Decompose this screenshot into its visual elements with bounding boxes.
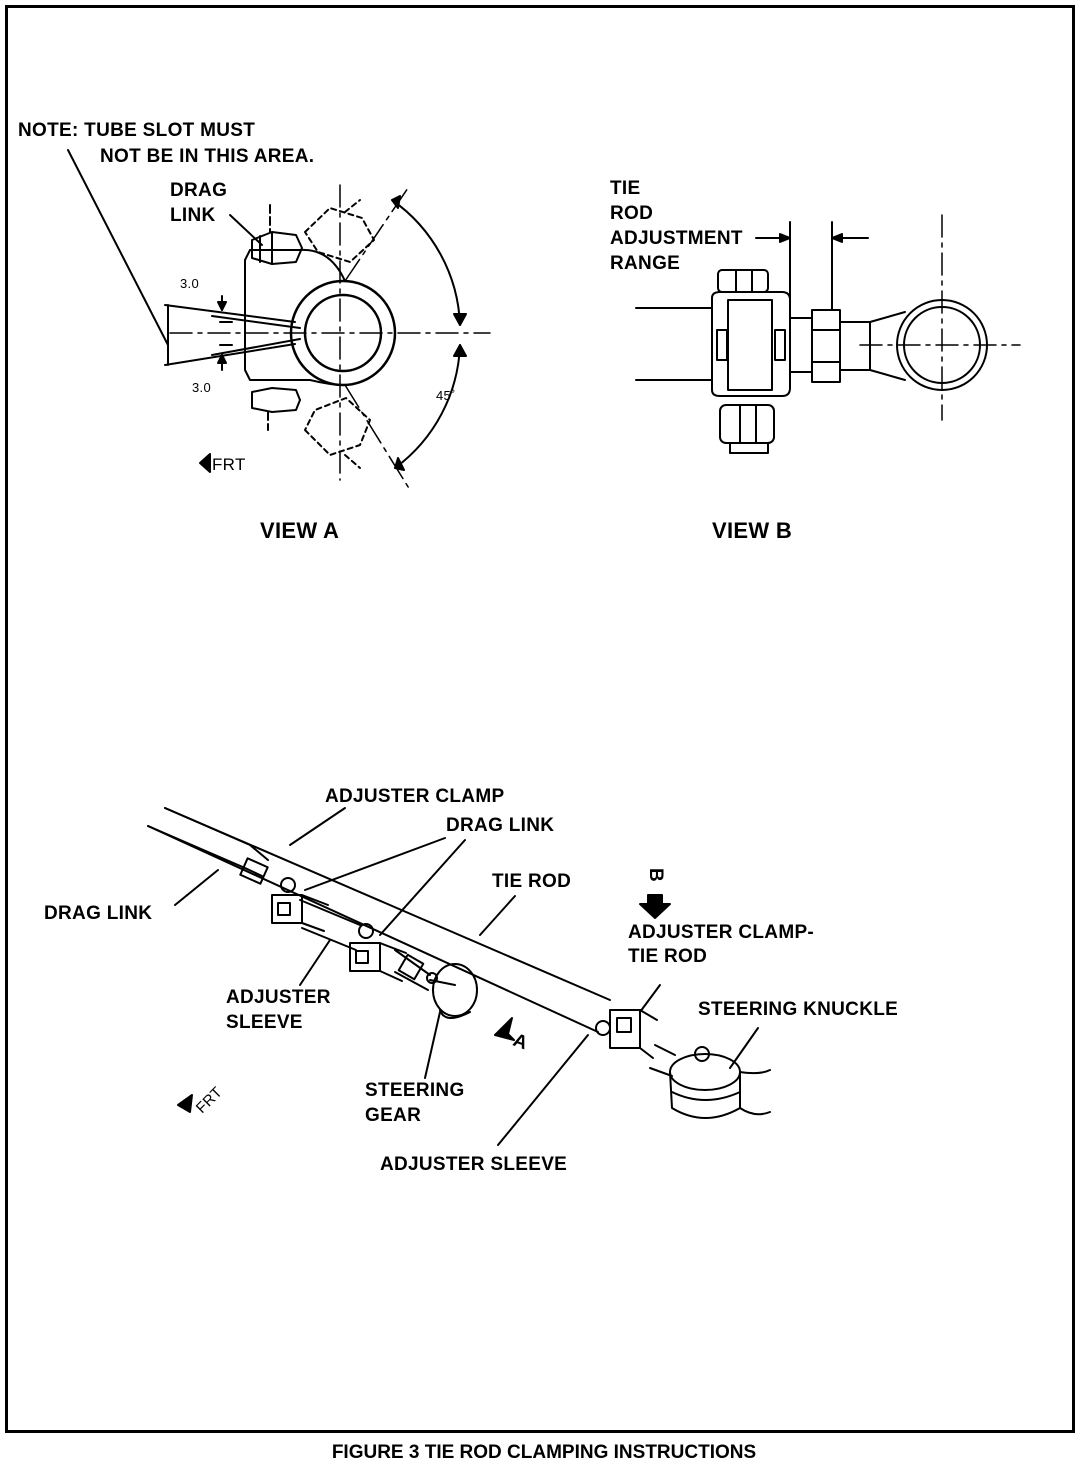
view-b-range-line1: TIE — [610, 178, 641, 199]
assembly-drawing — [147, 807, 771, 1146]
label-steering-gear-line1: STEERING — [365, 1080, 465, 1101]
view-b-drawing — [635, 214, 1021, 454]
label-drag-link-top: DRAG LINK — [446, 815, 555, 836]
view-a-drag-link-line2: LINK — [170, 205, 216, 226]
label-steering-gear-line2: GEAR — [365, 1105, 422, 1126]
label-adjuster-sleeve-line1: ADJUSTER — [226, 987, 331, 1008]
label-clamp-tie-rod-line2: TIE ROD — [628, 946, 708, 967]
view-a-drag-link-line1: DRAG — [170, 180, 228, 201]
label-clamp-tie-rod-line1: ADJUSTER CLAMP- — [628, 922, 815, 943]
view-a-front-label: FRT — [212, 455, 246, 474]
label-adjuster-sleeve-bottom: ADJUSTER SLEEVE — [380, 1154, 568, 1175]
view-a-title: VIEW A — [260, 518, 340, 543]
label-tie-rod: TIE ROD — [492, 871, 572, 892]
label-adjuster-sleeve-line2: SLEEVE — [226, 1012, 303, 1033]
label-drag-link-left: DRAG LINK — [44, 903, 153, 924]
view-a-drawing — [67, 149, 491, 491]
figure-caption: FIGURE 3 TIE ROD CLAMPING INSTRUCTIONS — [331, 1442, 757, 1463]
view-a-note-line2: NOT BE IN THIS AREA. — [100, 146, 315, 167]
view-b-title: VIEW B — [712, 518, 793, 543]
view-a-note-line1: NOTE: TUBE SLOT MUST — [18, 120, 256, 141]
view-b-range-line4: RANGE — [610, 253, 681, 274]
view-a-angle: 45˚ — [436, 388, 456, 403]
view-b-range-line3: ADJUSTMENT — [610, 228, 743, 249]
view-b-range-line2: ROD — [610, 203, 654, 224]
view-a-dim-top: 3.0 — [180, 276, 199, 291]
view-a-dim-bottom: 3.0 — [192, 380, 211, 395]
label-view-b-marker: B — [645, 868, 666, 883]
figure-frame — [5, 5, 1075, 1433]
label-steering-knuckle: STEERING KNUCKLE — [698, 999, 899, 1020]
label-adjuster-clamp: ADJUSTER CLAMP — [325, 786, 505, 807]
